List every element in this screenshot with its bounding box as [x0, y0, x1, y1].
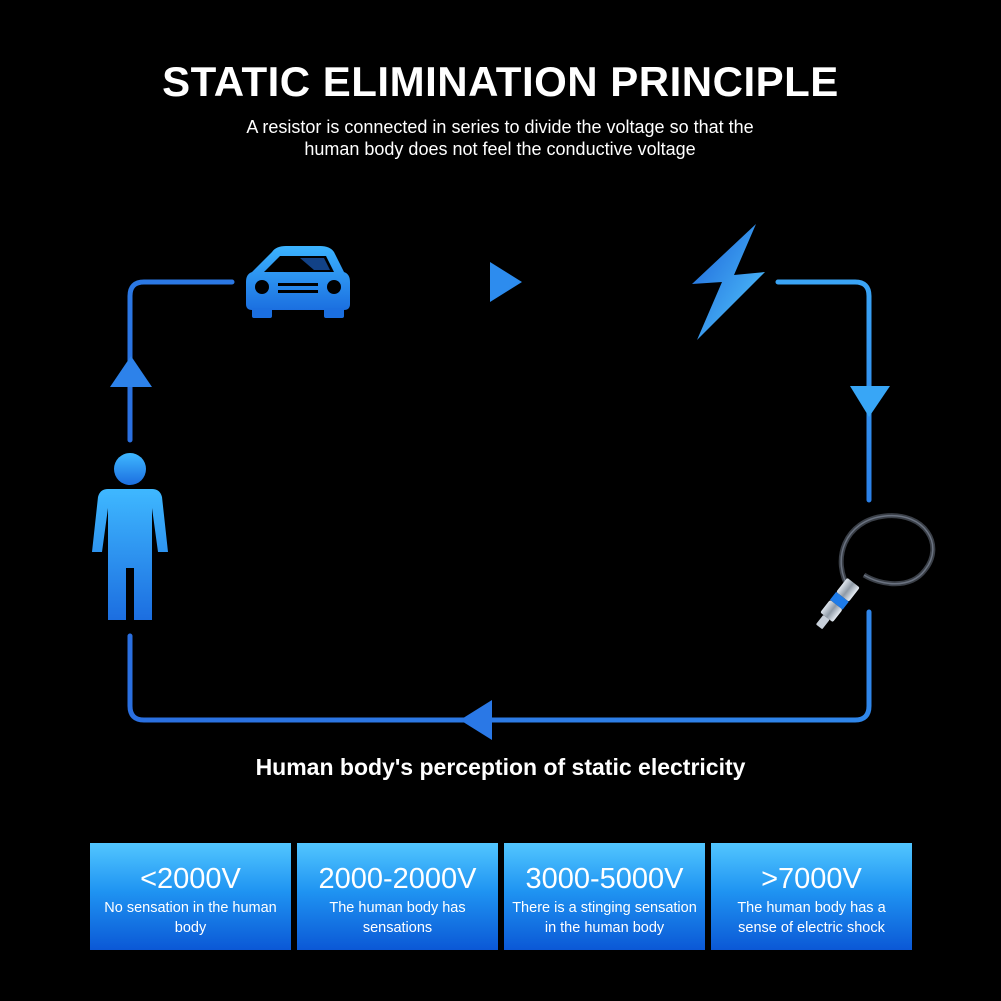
voltage-levels: <2000V No sensation in the human body 20…: [90, 843, 912, 950]
voltage-value: 3000-5000V: [525, 863, 684, 895]
arrow-up-icon: [110, 356, 152, 387]
voltage-description: No sensation in the human body: [90, 898, 291, 938]
voltage-level-card: >7000V The human body has a sense of ele…: [711, 843, 912, 950]
arrow-down-icon: [850, 386, 890, 417]
page-title: STATIC ELIMINATION PRINCIPLE: [162, 58, 839, 105]
voltage-level-card: 3000-5000V There is a stinging sensation…: [504, 843, 705, 950]
description-line-1: The human body has a: [737, 900, 886, 916]
perception-section-title: Human body's perception of static electr…: [255, 754, 746, 780]
arrow-right-icon: [490, 262, 522, 302]
voltage-description: The human body has a sense of electric s…: [711, 898, 912, 938]
page-subtitle: A resistor is connected in series to div…: [150, 116, 850, 160]
subtitle-line-2: human body does not feel the conductive …: [304, 139, 696, 159]
subtitle-line-1: A resistor is connected in series to div…: [246, 117, 754, 137]
description-line-1: No sensation in the human: [104, 900, 277, 916]
description-line-2: in the human body: [544, 920, 665, 936]
voltage-description: There is a stinging sensation in the hum…: [504, 898, 705, 938]
voltage-value: 2000-2000V: [318, 863, 477, 895]
wire-top-right: [775, 279, 872, 503]
wire-top-left: [127, 279, 235, 443]
description-line-1: There is a stinging sensation: [512, 900, 697, 916]
description-line-1: The human body has: [329, 900, 466, 916]
grounding-cable-icon: [816, 513, 936, 629]
circuit-wire: [127, 279, 872, 723]
person-icon: [92, 453, 168, 620]
description-line-2: sensations: [362, 920, 433, 936]
description-line-2: body: [174, 920, 207, 936]
car-icon: [246, 246, 350, 318]
arrow-left-icon: [460, 700, 492, 740]
lightning-icon: [692, 224, 765, 340]
voltage-level-card: 2000-2000V The human body has sensations: [297, 843, 498, 950]
voltage-value: <2000V: [140, 863, 241, 895]
description-line-2: sense of electric shock: [738, 920, 885, 936]
voltage-level-card: <2000V No sensation in the human body: [90, 843, 291, 950]
voltage-description: The human body has sensations: [297, 898, 498, 938]
voltage-value: >7000V: [761, 863, 862, 895]
wire-right-lower: [127, 609, 872, 723]
